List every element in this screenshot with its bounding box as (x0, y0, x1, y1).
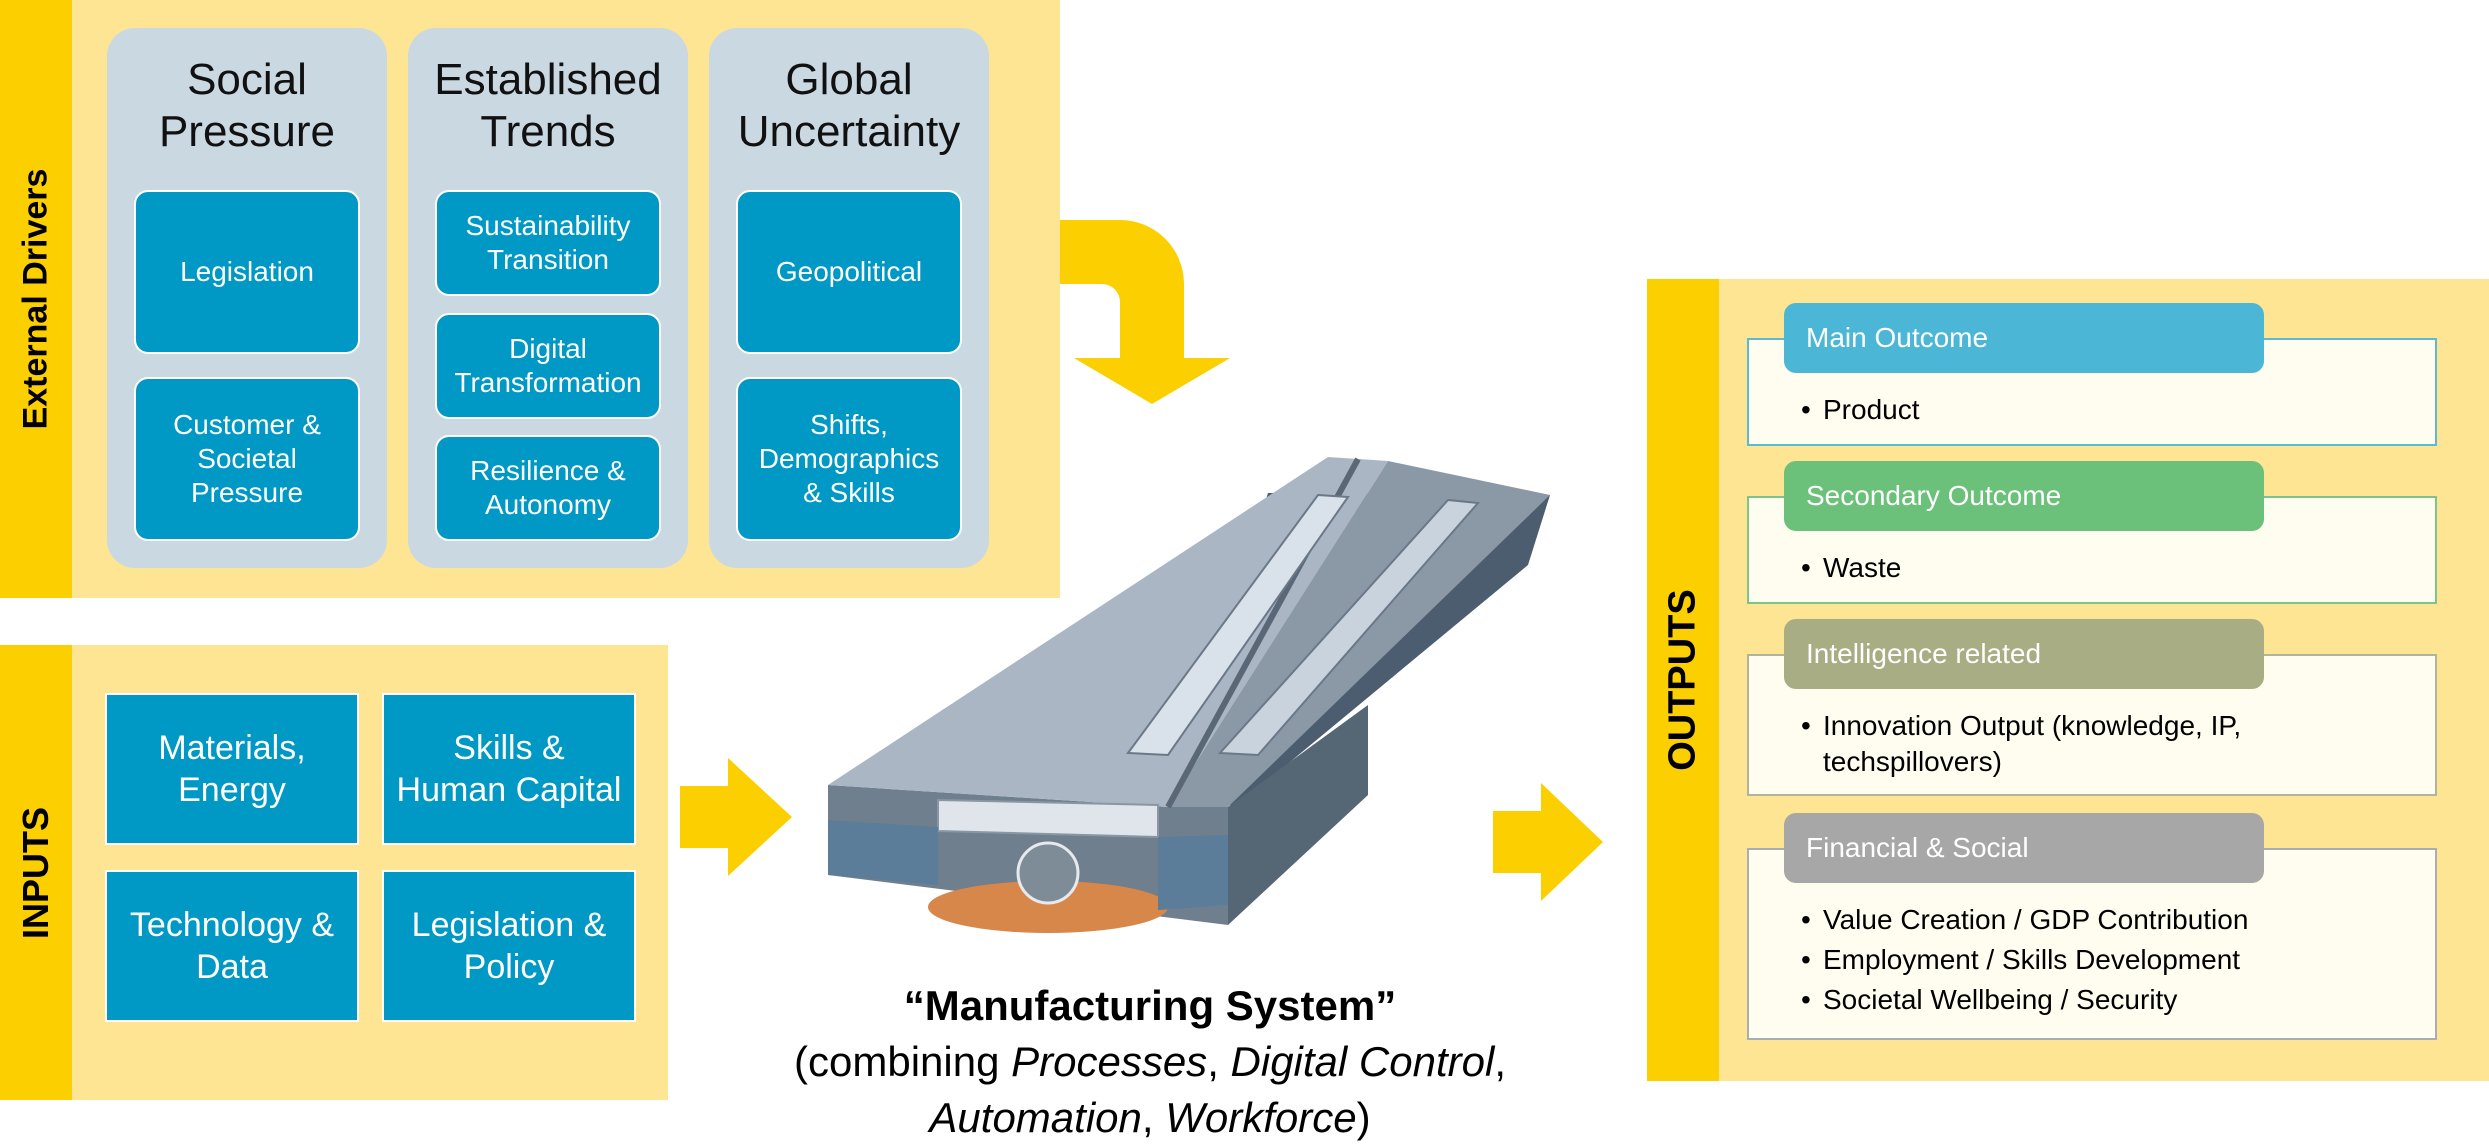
down-turn-arrow-icon (1060, 220, 1230, 404)
column-title: Global Uncertainty (737, 55, 961, 156)
input-box-materials-energy: Materials, Energy (105, 693, 359, 845)
output-bullet: Product (1801, 390, 1920, 430)
outputs-label: OUTPUTS (1661, 589, 1704, 771)
driver-box-sustainability: Sustainability Transition (435, 190, 661, 296)
input-box-skills-human-capital: Skills & Human Capital (382, 693, 636, 845)
right-arrow-icon (1493, 783, 1603, 901)
output-heading-secondary-outcome: Secondary Outcome (1784, 461, 2264, 531)
external-drivers-sidebar: External Drivers (0, 0, 72, 598)
manufacturing-system-subtitle-line1: (combining Processes, Digital Control, (794, 1038, 1506, 1085)
output-bullet: Waste (1801, 548, 1901, 588)
output-bullet: Societal Wellbeing / Security (1801, 980, 2248, 1020)
driver-box-digital-transformation: Digital Transformation (435, 313, 661, 419)
factory-building-icon (828, 457, 1550, 933)
output-heading-main-outcome: Main Outcome (1784, 303, 2264, 373)
output-heading-financial-social: Financial & Social (1784, 813, 2264, 883)
input-box-legislation-policy: Legislation & Policy (382, 870, 636, 1022)
driver-box-customer-societal: Customer & Societal Pressure (134, 377, 360, 541)
driver-box-geopolitical: Geopolitical (736, 190, 962, 354)
outputs-sidebar: OUTPUTS (1647, 279, 1719, 1081)
driver-box-legislation: Legislation (134, 190, 360, 354)
external-drivers-label: External Drivers (16, 168, 55, 430)
column-title: Established Trends (434, 55, 662, 156)
output-bullet: Innovation Output (knowledge, IP, techsp… (1801, 708, 2341, 780)
manufacturing-system-title: “Manufacturing System” (903, 982, 1397, 1029)
output-heading-intelligence-related: Intelligence related (1784, 619, 2264, 689)
manufacturing-system-caption: “Manufacturing System” (combining Proces… (700, 978, 1600, 1146)
driver-box-shifts-demographics: Shifts, Demographics & Skills (736, 377, 962, 541)
inputs-label: INPUTS (15, 806, 56, 939)
input-box-technology-data: Technology & Data (105, 870, 359, 1022)
column-title: Social Pressure (158, 55, 336, 156)
right-arrow-icon (680, 758, 792, 876)
inputs-sidebar: INPUTS (0, 645, 72, 1100)
output-bullet: Employment / Skills Development (1801, 940, 2248, 980)
output-bullet: Value Creation / GDP Contribution (1801, 900, 2248, 940)
manufacturing-system-subtitle-line2: Automation, Workforce) (929, 1094, 1371, 1141)
driver-box-resilience: Resilience & Autonomy (435, 435, 661, 541)
